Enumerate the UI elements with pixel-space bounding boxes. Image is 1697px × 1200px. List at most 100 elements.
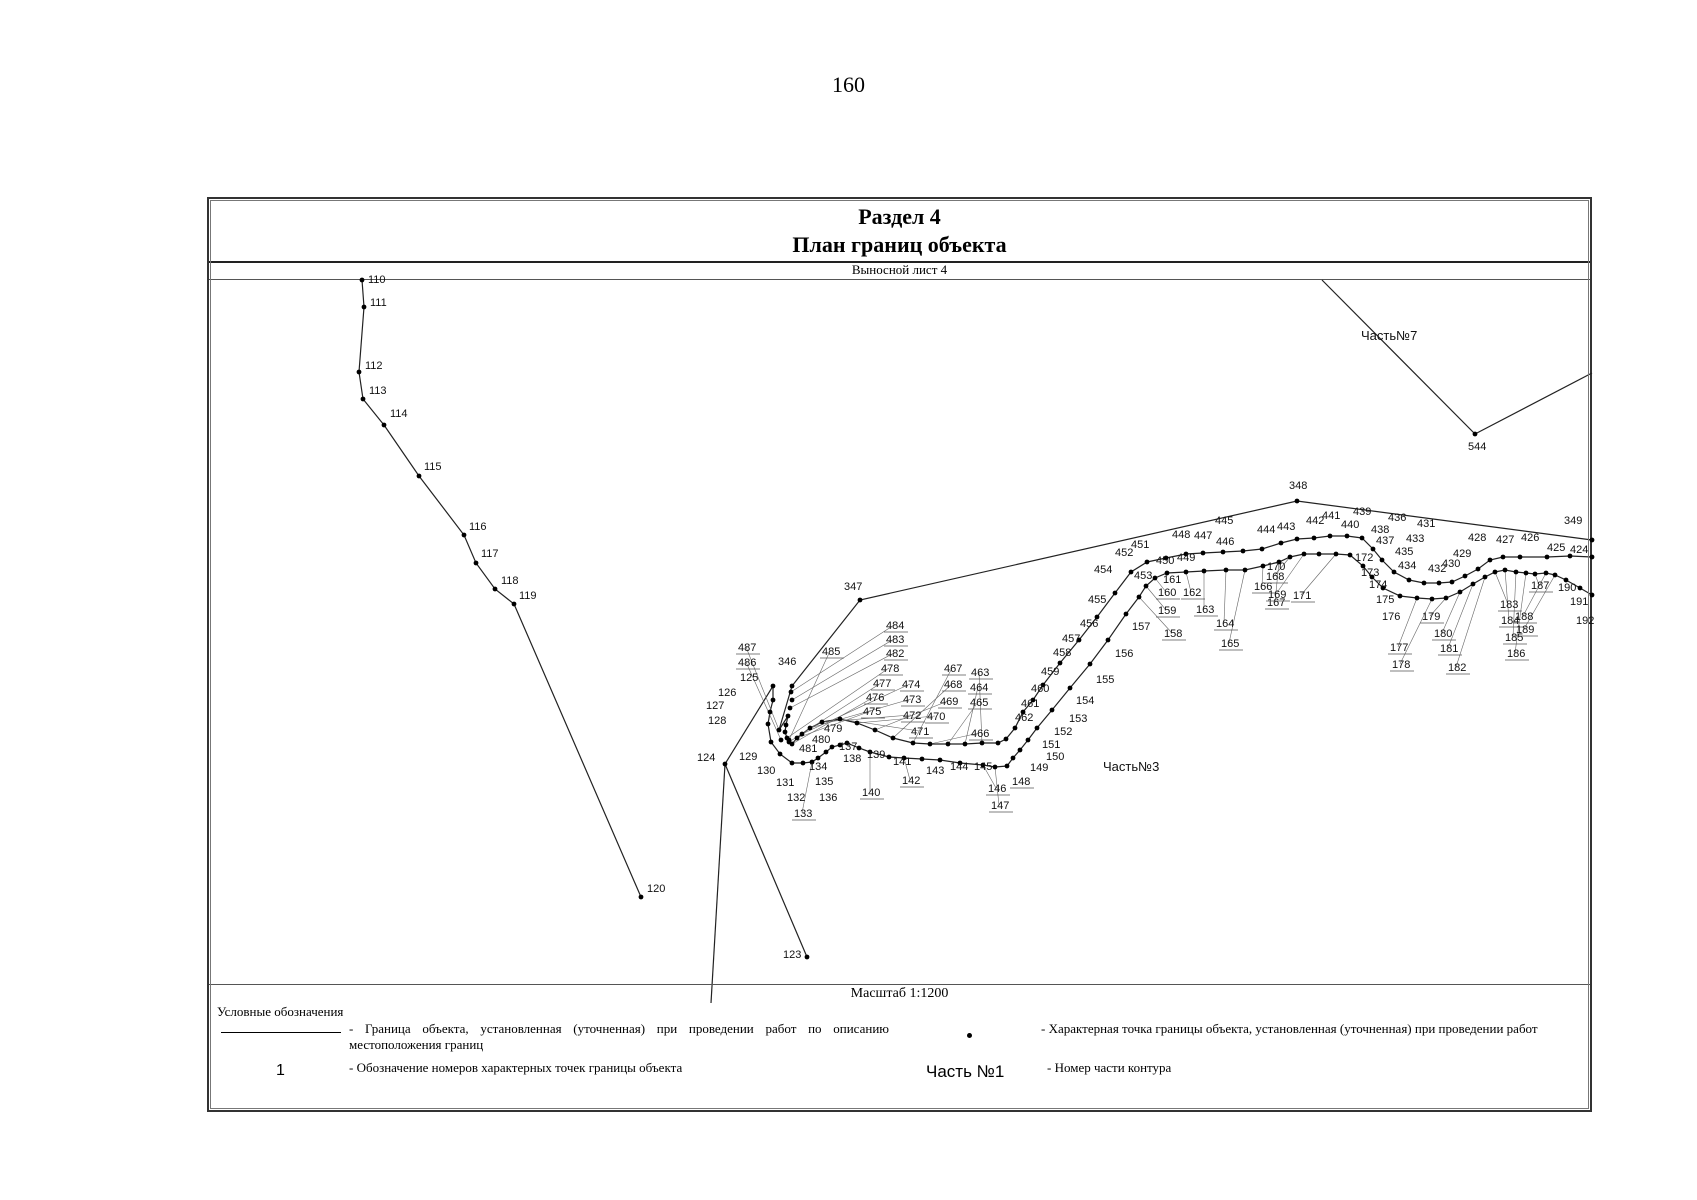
point-label-166: 166 — [1254, 581, 1272, 593]
point-label-427: 427 — [1496, 534, 1514, 546]
boundary-point-142 — [901, 755, 907, 761]
leader-line-146 — [982, 764, 997, 789]
point-label-115: 115 — [424, 461, 442, 473]
boundary-point-462 — [995, 740, 1001, 746]
point-label-479: 479 — [824, 723, 842, 735]
point-label-188: 188 — [1515, 611, 1533, 623]
leader-line-463 — [978, 671, 983, 744]
point-label-135: 135 — [815, 776, 833, 788]
leader-line-487 — [745, 646, 780, 731]
boundary-point-470 — [854, 720, 860, 726]
point-label-126: 126 — [718, 687, 736, 699]
leader-line-483 — [791, 638, 895, 701]
leader-line-471 — [839, 718, 920, 732]
point-label-487: 487 — [738, 642, 756, 654]
point-label-134: 134 — [809, 761, 827, 773]
leader-line-177 — [1397, 597, 1418, 648]
point-label-124: 124 — [697, 752, 715, 764]
point-label-440: 440 — [1341, 519, 1359, 531]
point-label-116: 116 — [469, 521, 487, 533]
boundary-point-544 — [1472, 431, 1478, 437]
leader-line-166 — [1261, 565, 1264, 587]
boundary-point-192 — [1589, 592, 1595, 598]
point-label-172: 172 — [1355, 552, 1373, 564]
point-label-130: 130 — [757, 765, 775, 777]
point-label-477: 477 — [873, 678, 891, 690]
point-label-171: 171 — [1293, 590, 1311, 602]
point-label-183: 183 — [1500, 599, 1518, 611]
boundary-point-464 — [962, 741, 968, 747]
boundary-point-450 — [1163, 555, 1169, 561]
point-label-470: 470 — [927, 711, 945, 723]
boundary-point-442 — [1311, 535, 1317, 541]
boundary-point-159 — [1143, 583, 1149, 589]
point-label-452: 452 — [1115, 547, 1133, 559]
leader-line-477 — [788, 682, 882, 743]
point-label-182: 182 — [1448, 662, 1466, 674]
leader-line-467 — [912, 667, 953, 744]
point-label-446: 446 — [1216, 536, 1234, 548]
boundary-point-168 — [1287, 554, 1293, 560]
boundary-point-130 — [777, 751, 783, 757]
leader-line-164 — [1223, 569, 1227, 624]
point-label-180: 180 — [1434, 628, 1452, 640]
point-label-176: 176 — [1382, 611, 1400, 623]
point-label-442: 442 — [1306, 515, 1324, 527]
point-label-475: 475 — [863, 706, 881, 718]
boundary-point-163 — [1201, 568, 1207, 574]
legend-part-text: - Номер части контура — [1047, 1060, 1172, 1075]
point-label-433: 433 — [1406, 533, 1424, 545]
point-label-469: 469 — [940, 696, 958, 708]
map-sheet-frame: Раздел 4 План границ объекта Выносной ли… — [207, 197, 1595, 1112]
point-label-185: 185 — [1505, 632, 1523, 644]
boundary-point-123 — [804, 954, 810, 960]
leader-line-184 — [1504, 569, 1510, 621]
boundary-point-154 — [1067, 685, 1073, 691]
point-label-426: 426 — [1521, 532, 1539, 544]
boundary-point-144 — [937, 757, 943, 763]
boundary-point-161 — [1164, 570, 1170, 576]
boundary-point-430 — [1475, 566, 1481, 572]
point-label-125: 125 — [740, 672, 758, 684]
boundary-point-131 — [789, 760, 795, 766]
boundary-point-346 — [789, 683, 795, 689]
point-label-184: 184 — [1501, 615, 1519, 627]
boundary-point-164 — [1223, 567, 1229, 573]
point-label-114: 114 — [390, 408, 408, 420]
point-label-472: 472 — [903, 710, 921, 722]
boundary-point-170 — [1316, 551, 1322, 557]
leader-line-159 — [1145, 585, 1167, 611]
leader-line-472 — [821, 714, 912, 723]
boundary-point-443 — [1294, 536, 1300, 542]
boundary-point-479 — [782, 729, 788, 735]
leader-line-168 — [1273, 556, 1291, 577]
boundary-point-134 — [815, 755, 821, 761]
boundary-point-189 — [1552, 572, 1558, 578]
point-label-177: 177 — [1390, 642, 1408, 654]
boundary-line-1 — [724, 763, 808, 958]
leader-line-167 — [1274, 561, 1280, 603]
point-label-449: 449 — [1177, 552, 1195, 564]
point-label-111: 111 — [370, 297, 387, 309]
boundary-point-188 — [1543, 570, 1549, 576]
boundary-point-440 — [1344, 533, 1350, 539]
point-label-451: 451 — [1131, 539, 1149, 551]
boundary-point-437 — [1379, 557, 1385, 563]
boundary-point-111 — [361, 304, 367, 310]
legend-point-dot-icon — [967, 1033, 972, 1038]
leader-line-185 — [1512, 571, 1517, 638]
boundary-point-145 — [957, 760, 963, 766]
point-label-158: 158 — [1164, 628, 1182, 640]
boundary-point-147 — [992, 764, 998, 770]
point-label-113: 113 — [369, 385, 387, 397]
point-label-457: 457 — [1062, 633, 1080, 645]
leader-line-147 — [994, 766, 1000, 806]
point-label-152: 152 — [1054, 726, 1072, 738]
point-label-154: 154 — [1076, 695, 1094, 707]
point-label-159: 159 — [1158, 605, 1176, 617]
boundary-point-186 — [1523, 570, 1529, 576]
point-label-434: 434 — [1398, 560, 1416, 572]
leader-line-466 — [929, 732, 980, 745]
boundary-point-138 — [844, 740, 850, 746]
leader-line-183 — [1494, 571, 1509, 605]
